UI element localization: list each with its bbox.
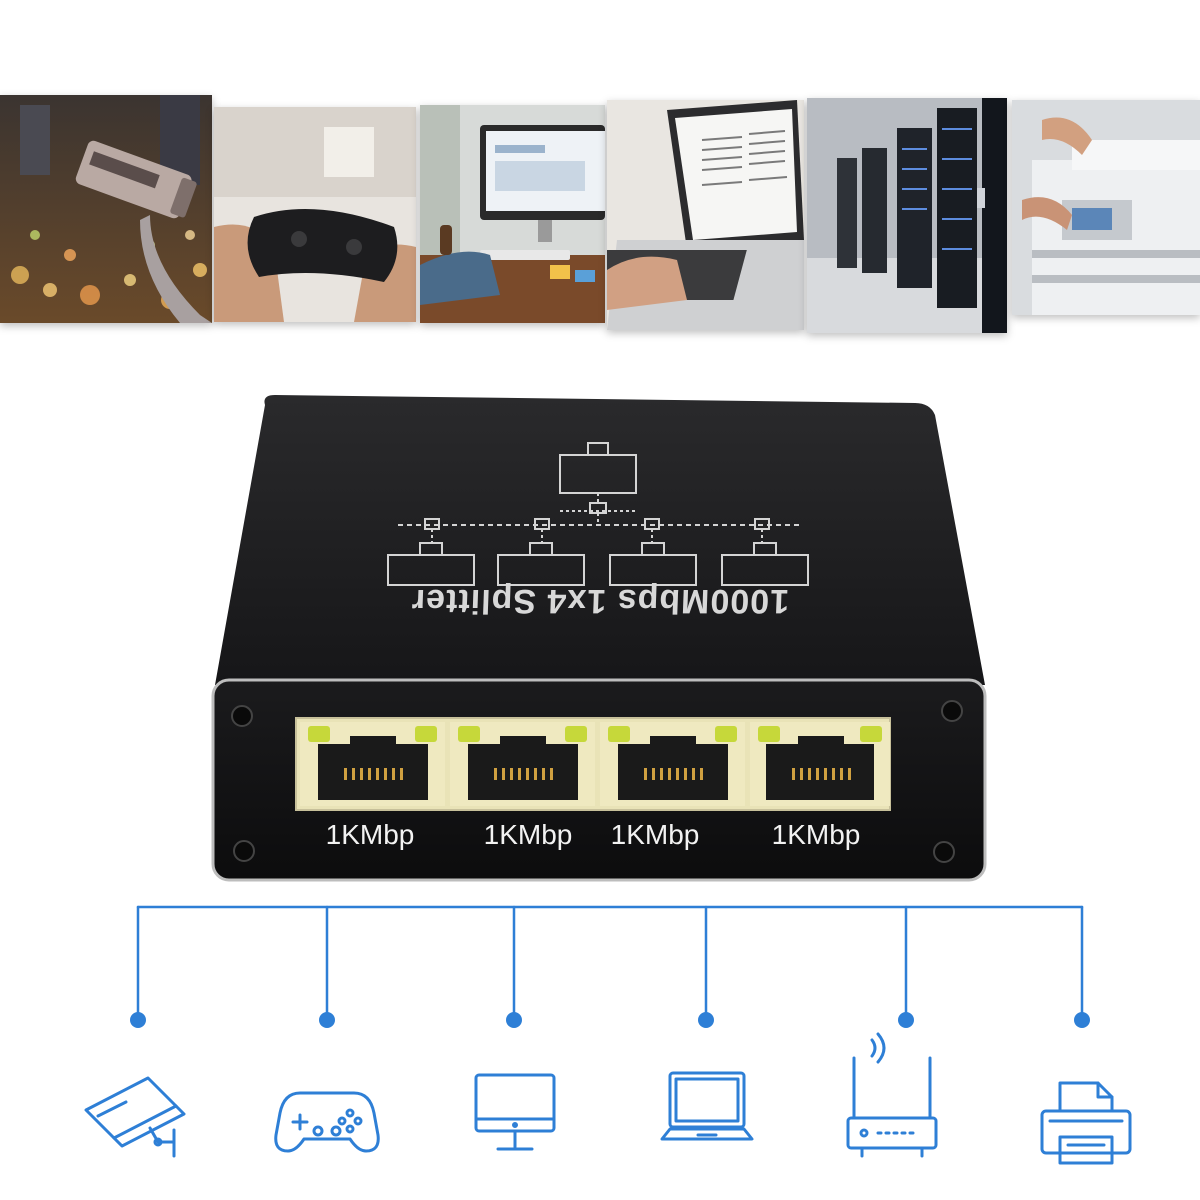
server-room-photo — [807, 98, 1007, 333]
router-icon — [846, 1032, 938, 1158]
laptop-photo — [607, 100, 804, 330]
connection-dot — [319, 1012, 335, 1028]
ethernet-ports — [300, 722, 890, 806]
port-4-label: 1KMbp — [771, 819, 861, 850]
game-controller-photo — [214, 107, 416, 322]
port-3-label: 1KMbp — [610, 819, 700, 850]
laptop-icon — [660, 1071, 754, 1141]
port-2-label: 1KMbp — [483, 819, 573, 850]
network-splitter-device: 1000Mbps 1x4 Splitter 1KMbp 1KMbp 1KMbp … — [0, 385, 1200, 895]
monitor-icon — [474, 1073, 556, 1151]
security-camera-icon — [84, 1076, 186, 1158]
topology-diagram — [387, 442, 809, 586]
printer-icon — [1040, 1081, 1132, 1165]
connection-dot — [698, 1012, 714, 1028]
security-camera-photo — [0, 95, 212, 323]
connection-dot — [506, 1012, 522, 1028]
port-1-label: 1KMbp — [325, 819, 415, 850]
desktop-computer-photo — [420, 105, 605, 323]
connection-diagram — [0, 895, 1200, 1200]
photo-strip — [0, 0, 1200, 370]
game-controller-icon — [274, 1091, 380, 1153]
connection-dot — [1074, 1012, 1090, 1028]
connection-dot — [130, 1012, 146, 1028]
connection-dot — [898, 1012, 914, 1028]
printer-photo — [1012, 100, 1200, 315]
device-title: 1000Mbps 1x4 Splitter — [410, 582, 790, 620]
